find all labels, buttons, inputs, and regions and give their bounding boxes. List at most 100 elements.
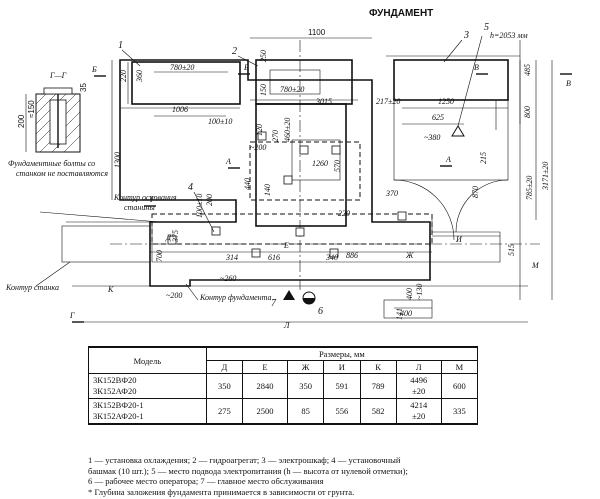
dim-letter-I: И [455,235,463,244]
dim-200-a: ~200 [250,143,266,152]
dim-120: 120 [255,124,264,136]
cell-d: 275 [205,398,244,425]
section-b-right: Б [243,63,249,72]
callout-2: 2 [232,46,237,57]
unit-1-block [131,61,241,105]
model-name: 3К152АФ20 [93,386,137,396]
dim-letter-M: М [531,261,540,270]
section-dim-ge: ≈150 [27,100,36,118]
machine-contour [66,214,501,263]
legend-line-2: башмак (10 шт.); 5 — место подвода элект… [88,465,408,476]
dim-616: 616 [268,253,280,262]
dim-314: 314 [225,253,238,262]
dim-800: 800 [523,106,532,118]
dim-625: 625 [432,113,444,122]
dim-1300: 1300 [113,152,122,168]
callout-5: 5 [484,22,489,33]
dim-570: 570 [333,160,342,172]
dim-3171: 3171±20 [541,162,550,191]
foundation-contour [119,59,431,287]
dim-letter-Zh: Ж [405,251,414,260]
legend-line-1: 1 — установка охлаждения; 2 — гидроагрег… [88,455,401,465]
dim-370: 370 [385,189,398,198]
dim-1006: 1006 [172,105,188,114]
dim-780-b: 780±20 [280,85,304,94]
model-name: 3К152АФ20-1 [93,411,144,421]
col-k: К [359,360,397,374]
unit-2-block [255,59,353,105]
dim-400-a: 400 [405,288,414,300]
dim-440: 440 [243,178,252,190]
header-model: Модель [88,346,207,374]
cell-k: 582 [359,398,397,425]
dim-130: ~130 [415,284,424,300]
cell-k: 789 [359,373,397,399]
dim-letter-E: Е [283,241,289,250]
section-a-left: А [225,157,231,166]
section-note-2: станком не поставляются [16,169,108,178]
callout-4: 4 [188,182,193,193]
cell-zh: 350 [286,373,325,399]
col-d: Д [205,360,244,374]
dim-1250: 1250 [438,97,454,106]
model-name: 3К152ВФ20-1 [93,400,144,410]
cell-m: 335 [440,398,479,425]
dim-215: 215 [479,152,488,164]
power-supply-mark [451,125,465,137]
section-v-right: В [566,79,571,88]
dim-886: 886 [346,251,358,260]
cell-i: 591 [323,373,361,399]
dimensions-table: Модель Размеры, мм Д Е Ж И К Л М 3К152ВФ… [88,346,479,425]
section-note-1: Фундаментные болты со [8,159,95,168]
dim-100-b: 100±10 [195,194,204,218]
dim-141: 141 [395,308,404,320]
section-dim-35: 35 [79,83,88,92]
section-label: Г—Г [49,71,67,80]
dim-220-b: 220 [338,209,350,218]
col-zh: Ж [286,360,325,374]
label-contour-foundation: Контур фундамента [199,293,271,302]
header-group: Размеры, мм [205,346,479,361]
unit-3-block [393,59,509,101]
dim-letter-L: Л [283,321,290,330]
dim-1260: 1260 [312,159,328,168]
col-m: М [440,360,479,374]
dim-1100: 1100 [308,28,326,37]
legend-footnote: * Глубина заложения фундамента принимает… [88,486,355,497]
model-name: 3К152ВФ20 [93,375,137,385]
callout-3: 3 [463,30,469,41]
dim-380: ~380 [424,133,440,142]
section-a-right: А [445,155,451,164]
dim-700: 700 [155,250,164,262]
callout-7: 7 [271,298,277,309]
dim-150: 150 [259,84,268,96]
label-contour-base-1: Контур основания [113,193,177,202]
cell-e: 2840 [242,373,288,399]
dim-785: 785±20 [525,176,534,200]
main-service-mark [283,290,295,300]
central-base [255,103,347,227]
label-contour-machine: Контур станка [5,283,59,292]
cell-zh: 85 [286,398,325,425]
dim-270: 270 [271,130,280,142]
dim-140: 140 [263,184,272,196]
legend: 1 — установка охлаждения; 2 — гидроагрег… [88,455,508,497]
cell-e: 2500 [242,398,288,425]
drawing-title: ФУНДАМЕНТ [369,8,433,19]
dim-515: 515 [507,244,516,256]
dim-360: 360 [135,70,144,83]
dim-200-c: ~200 [166,291,182,300]
dim-780-a: 780±20 [170,63,194,72]
callout-6: 6 [318,306,323,317]
col-i: И [323,360,361,374]
section-v-left: В [474,63,479,72]
cell-l: 4214 ±20 [395,398,442,425]
dim-260: ~260 [220,274,236,283]
foundation-drawing: ФУНДАМЕНТ Г—Г 200 ≈150 35 Фундаментные б… [5,8,572,330]
dim-200-b: 200 [205,194,214,206]
dim-217: 217±20 [376,97,400,106]
legend-line-3: 6 — рабочее место оператора; 7 — главное… [88,476,324,486]
dim-340: 340 [325,253,338,262]
